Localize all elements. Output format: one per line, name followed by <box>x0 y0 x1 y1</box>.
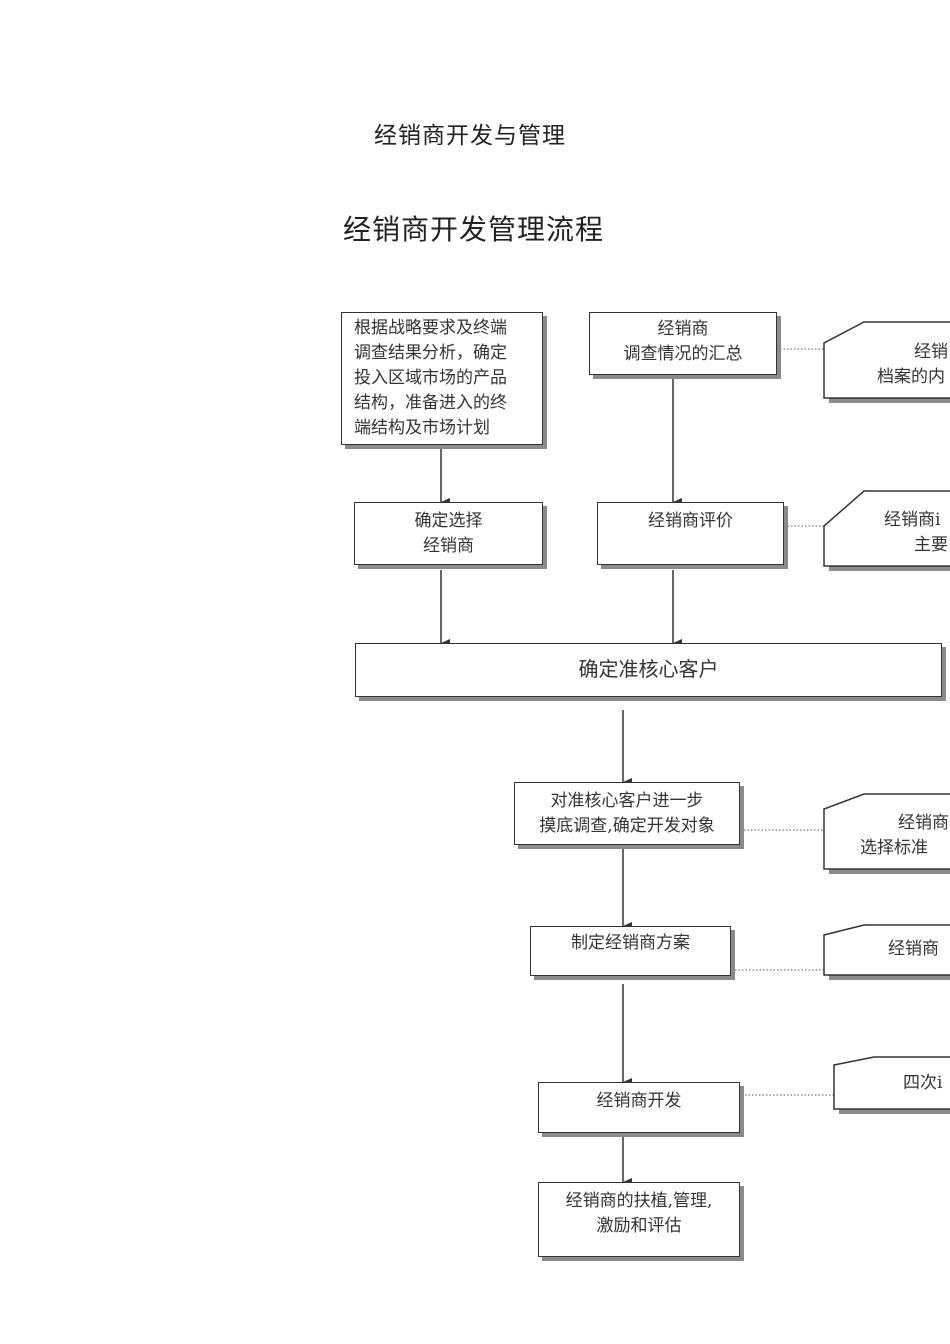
support-line-1: 经销商的扶植,管理, <box>565 1191 713 1211</box>
survey-line-1: 经销商 <box>657 319 709 339</box>
strategy-box: 根据战略要求及终端 调查结果分析，确定 投入区域市场的产品 结构，准备进入的终 … <box>341 312 543 445</box>
strategy-line-1: 根据战略要求及终端 <box>354 318 507 338</box>
plan-line-1: 制定经销商方案 <box>571 933 690 953</box>
note-shape-5 <box>833 1056 950 1114</box>
target-survey-box: 对准核心客户进一步 摸底调查,确定开发对象 <box>514 782 740 845</box>
target-line-1: 对准核心客户进一步 <box>550 791 704 811</box>
evaluate-line-1: 经销商评价 <box>648 511 733 531</box>
target-line-2: 摸底调查,确定开发对象 <box>539 816 715 836</box>
flowchart-title: 经销商开发管理流程 <box>343 213 605 246</box>
document-title: 经销商开发与管理 <box>374 123 566 149</box>
note-shape-1 <box>823 321 950 403</box>
survey-line-2: 调查情况的汇总 <box>623 344 743 364</box>
core-line-1: 确定准核心客户 <box>578 657 719 681</box>
note-shape-3 <box>823 793 950 874</box>
develop-line-1: 经销商开发 <box>596 1091 682 1111</box>
support-line-2: 激励和评估 <box>596 1216 682 1236</box>
strategy-line-2: 调查结果分析，确定 <box>354 343 507 363</box>
dealer-plan-box: 制定经销商方案 <box>530 926 731 976</box>
core-customer-box: 确定准核心客户 <box>355 643 942 697</box>
dealer-evaluation-box: 经销商评价 <box>597 502 784 565</box>
note-shape-4 <box>823 924 950 980</box>
strategy-line-5: 端结构及市场计划 <box>354 418 490 438</box>
survey-summary-box: 经销商 调查情况的汇总 <box>589 312 777 375</box>
strategy-line-3: 投入区域市场的产品 <box>354 368 507 388</box>
dealer-development-box: 经销商开发 <box>538 1082 740 1133</box>
note-shape-2 <box>823 490 950 571</box>
select-line-2: 经销商 <box>423 536 474 556</box>
dealer-support-box: 经销商的扶植,管理, 激励和评估 <box>538 1182 740 1257</box>
strategy-line-4: 结构，准备进入的终 <box>354 393 507 413</box>
select-dealer-box: 确定选择 经销商 <box>354 502 543 565</box>
select-line-1: 确定选择 <box>414 511 483 531</box>
